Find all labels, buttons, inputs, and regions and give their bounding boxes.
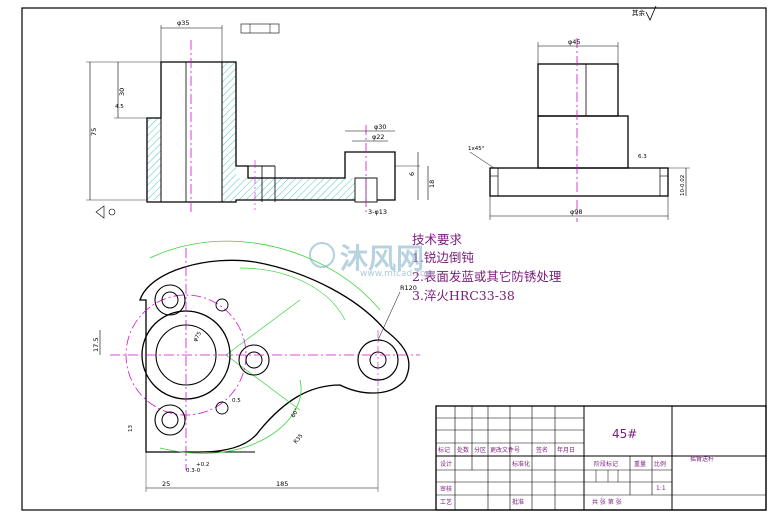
- svg-text:更改文件号: 更改文件号: [490, 446, 520, 454]
- svg-text:其余: 其余: [632, 8, 646, 17]
- corner-roughness-note: 其余: [632, 5, 657, 21]
- svg-text:25: 25: [162, 480, 170, 488]
- svg-text:φ30: φ30: [374, 123, 387, 131]
- part-name: 摇臂送杆: [690, 455, 714, 463]
- svg-text:设计: 设计: [440, 460, 452, 468]
- svg-text:φ22: φ22: [372, 133, 385, 141]
- svg-text:批准: 批准: [512, 498, 524, 506]
- svg-text:10-0.02: 10-0.02: [680, 175, 686, 196]
- svg-text:17.5: 17.5: [92, 338, 100, 352]
- svg-text:0.5: 0.5: [232, 398, 241, 404]
- watermark-logo-icon: [309, 242, 335, 268]
- svg-text:30: 30: [118, 88, 126, 96]
- svg-text:φ35: φ35: [177, 19, 190, 27]
- svg-text:R120: R120: [400, 284, 417, 292]
- svg-text:75: 75: [90, 128, 98, 136]
- svg-text:共 张 第 张: 共 张 第 张: [592, 498, 622, 506]
- svg-text:标准化: 标准化: [512, 460, 530, 468]
- side-view: φ45 φ98 1x45° 10-0.02 6.3: [468, 38, 690, 222]
- svg-text:R35: R35: [293, 433, 305, 446]
- top-view: 17.5 25 185 R120 R35 φ75 60° 0.5 +0.2 0.…: [92, 240, 420, 492]
- svg-text:+0.2: +0.2: [196, 462, 209, 468]
- requirement-line-1: 1.锐边倒钝: [412, 250, 474, 265]
- requirements-title: 技术要求: [412, 232, 463, 247]
- watermark-text: 沐风网: [340, 242, 424, 275]
- requirement-line-3: 3.淬火HRC33-38: [412, 288, 515, 303]
- svg-text:6: 6: [408, 172, 416, 176]
- svg-text:年月日: 年月日: [557, 446, 575, 454]
- svg-text:13: 13: [128, 425, 134, 432]
- drawing-frame: [21, 7, 767, 511]
- material-label: 45#: [612, 427, 637, 441]
- svg-text:60°: 60°: [291, 407, 301, 419]
- svg-text:1x45°: 1x45°: [468, 146, 485, 152]
- svg-text:18: 18: [428, 180, 436, 188]
- svg-text:4.5: 4.5: [115, 104, 124, 110]
- svg-text:分区: 分区: [474, 446, 486, 454]
- front-section-view: φ35 75 30 4.5 φ30 φ22 3-φ13 6 18: [86, 19, 436, 219]
- svg-text:6.3: 6.3: [638, 154, 647, 160]
- svg-text:签名: 签名: [536, 446, 548, 454]
- svg-text:处数: 处数: [457, 446, 469, 454]
- svg-text:φ45: φ45: [568, 38, 581, 46]
- svg-text:标记: 标记: [438, 446, 450, 454]
- svg-text:审核: 审核: [440, 485, 452, 493]
- svg-text:阶段标记: 阶段标记: [594, 460, 618, 468]
- svg-text:φ98: φ98: [570, 208, 583, 216]
- svg-text:185: 185: [276, 480, 288, 488]
- requirement-line-2: 2.表面发蓝或其它防锈处理: [412, 269, 562, 284]
- svg-text:φ75: φ75: [193, 330, 204, 343]
- svg-text:1:1: 1:1: [656, 485, 666, 492]
- title-block: 45# 摇臂送杆 标记 处数 分区 更改文件号 签名 年月日 设计 标准化 阶段…: [435, 405, 767, 511]
- svg-text:工艺: 工艺: [440, 498, 452, 506]
- svg-text:重量: 重量: [634, 460, 646, 468]
- watermark-url: www.mfcad.com: [360, 269, 434, 279]
- svg-text:0.3-0: 0.3-0: [186, 468, 201, 474]
- technical-requirements: 技术要求 1.锐边倒钝 2.表面发蓝或其它防锈处理 3.淬火HRC33-38: [412, 232, 562, 303]
- watermark: 沐风网 www.mfcad.com: [309, 242, 434, 279]
- svg-text:比例: 比例: [654, 460, 666, 468]
- svg-text:3-φ13: 3-φ13: [368, 208, 387, 216]
